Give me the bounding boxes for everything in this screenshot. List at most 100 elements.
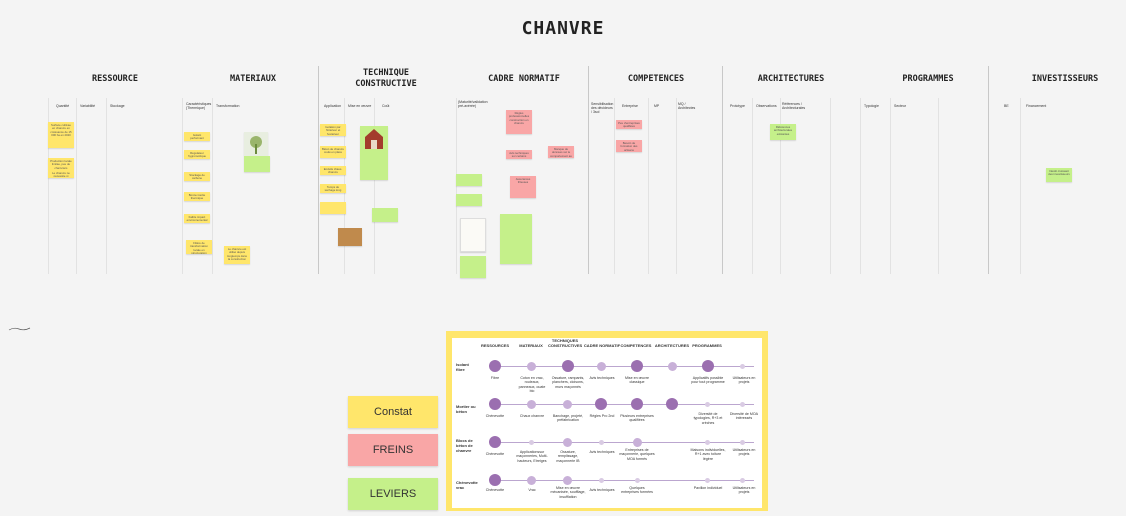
subheader: MP: [654, 104, 660, 108]
subheader: Stockage: [110, 104, 125, 108]
subcolumn-divider: [374, 98, 375, 274]
sticky-note[interactable]: [460, 256, 486, 278]
legend-freins[interactable]: FREINS: [348, 434, 438, 466]
sticky-note[interactable]: [320, 202, 346, 214]
sticky-note[interactable]: Faible impact environnemental: [184, 214, 210, 223]
sticky-note[interactable]: [244, 156, 270, 172]
row-line: [492, 480, 754, 481]
pen-stroke[interactable]: [8, 326, 32, 332]
dot-medium: [668, 362, 677, 371]
subcolumn-divider: [676, 98, 677, 274]
sticky-note[interactable]: [360, 126, 388, 180]
sticky-note[interactable]: Le chanvre est utilisé depuis longtemps …: [224, 246, 250, 264]
subcolumn-divider: [212, 98, 213, 274]
dot-medium: [527, 400, 536, 409]
matrix-cell: Plusieurs entreprises qualifiées: [620, 414, 654, 423]
subcolumn-divider: [1020, 98, 1021, 274]
sticky-note[interactable]: Béton de chanvre coulé en place: [320, 146, 346, 158]
matrix-cell: Diversité de typologies, R+3 et crèches: [693, 412, 723, 425]
sticky-note[interactable]: Surface cultivée en chanvre en croissanc…: [48, 122, 74, 148]
dot-large: [595, 398, 607, 410]
sticky-note[interactable]: Références architecturales existantes: [770, 124, 796, 140]
matrix-row-label: Isolant fibre: [456, 362, 469, 372]
dot-medium: [563, 438, 572, 447]
subcolumn-divider: [614, 98, 615, 274]
material-photo[interactable]: [244, 132, 268, 156]
legend-leviers[interactable]: LEVIERS: [348, 478, 438, 510]
matrix-cell: Diversité de MOA intéressés: [729, 412, 759, 421]
column-header-materiaux: MATERIAUX: [229, 74, 277, 84]
matrix-cell: Entreprises de maçonnerie, quelques MOA …: [619, 448, 655, 461]
plant-image-icon: [250, 136, 262, 154]
sticky-note[interactable]: Isolation par l'intérieur et l'extérieur: [320, 124, 346, 136]
dot-small: [740, 478, 745, 483]
synthesis-matrix[interactable]: RESSOURCES MATERIAUX TECHNIQUES CONSTRUC…: [452, 338, 762, 508]
matrix-cell: Mise en œuvre mécanisée, soufflage, insu…: [550, 486, 586, 499]
dot-small: [705, 440, 710, 445]
subheader: Mise en œuvre: [348, 104, 372, 108]
subheader: MQ / Architectes: [678, 102, 696, 110]
column-header-cadre: CADRE NORMATIF: [488, 74, 560, 84]
matrix-cell: Utilisateurs en projets: [732, 448, 756, 457]
sticky-note[interactable]: Enduits chaux-chanvre: [320, 166, 346, 175]
sticky-note[interactable]: Le chanvre ne nécessite ni pesticides ni…: [48, 170, 74, 178]
subheader: (Maturité/validation pré-avérée): [458, 100, 488, 108]
matrix-cell: Utilisateurs en projets: [732, 376, 756, 385]
sticky-note[interactable]: Filière de transformation locale en stru…: [186, 240, 212, 254]
sticky-note[interactable]: [456, 174, 482, 186]
subheader: Application: [324, 104, 342, 108]
subcolumn-divider: [106, 98, 107, 274]
sticky-note[interactable]: Intérêt croissant des investisseurs: [1046, 168, 1072, 182]
sticky-note[interactable]: Peu d'entreprises qualifiées: [616, 120, 642, 129]
matrix-header: COMPETENCES: [620, 343, 652, 348]
legend-constat[interactable]: Constat: [348, 396, 438, 428]
matrix-cell: Avis techniques: [589, 488, 615, 492]
house-image-icon: [365, 129, 383, 149]
sticky-note[interactable]: [372, 208, 398, 222]
dot-large: [489, 360, 501, 372]
sticky-note[interactable]: [456, 194, 482, 206]
sticky-note[interactable]: Règles professionnelles construction en …: [506, 110, 532, 134]
subcolumn-divider: [648, 98, 649, 274]
matrix-cell: Chaux chanvre: [519, 414, 545, 418]
dot-small: [740, 440, 745, 445]
matrix-cell: Avis techniques: [589, 376, 615, 380]
column-header-ressource: RESSOURCE: [91, 74, 139, 84]
sticky-note[interactable]: Bonne inertie thermique: [184, 192, 210, 201]
row-line: [492, 366, 754, 367]
sticky-note[interactable]: Isolant performant: [184, 132, 210, 141]
sticky-note[interactable]: Production locale limitée, peu de chanvr…: [48, 158, 74, 170]
matrix-cell: Avis techniques: [589, 450, 615, 454]
matrix-cell: Coton en vrac, rouleaux, panneaux, ouate…: [518, 376, 546, 393]
column-divider: [988, 66, 989, 274]
subcolumn-divider: [890, 98, 891, 274]
document-thumbnail[interactable]: [460, 218, 486, 252]
sticky-note[interactable]: Temps de séchage long: [320, 184, 346, 193]
matrix-cell: Utilisateurs en projets: [732, 486, 756, 495]
sticky-note[interactable]: Besoin de formation des artisans: [616, 140, 642, 152]
subheader: Entreprise: [622, 104, 638, 108]
subheader: Sensibilisation des décideurs / 3sol: [591, 102, 614, 114]
sticky-note[interactable]: Stockage de carbone: [184, 172, 210, 181]
sticky-note[interactable]: Avis techniques sur certains produits: [506, 150, 532, 159]
subcolumn-divider: [938, 98, 939, 274]
dot-large: [489, 398, 501, 410]
dot-medium: [597, 362, 606, 371]
matrix-row-label: Mortier ou béton: [456, 404, 476, 414]
column-divider: [722, 66, 723, 274]
sticky-note[interactable]: Assurances frileuses: [510, 176, 536, 198]
matrix-cell: Règles Pro 2nd: [589, 414, 615, 418]
matrix-header: ARCHITECTURES: [654, 343, 690, 348]
matrix-cell: Chènevotte: [485, 488, 505, 492]
matrix-cell: Mise en œuvre classique: [625, 376, 649, 385]
matrix-cell: Banchage, projeté, préfabrication: [552, 414, 584, 423]
matrix-cell: Ossature, rampants, planchers, cloisons,…: [551, 376, 585, 389]
sticky-note[interactable]: Manque de données sur le comportement au…: [548, 146, 574, 158]
column-header-competences: COMPETENCES: [627, 74, 685, 84]
matrix-cell: Pavillon individuel: [693, 486, 723, 490]
sticky-note[interactable]: Régulateur hygrométrique: [184, 150, 210, 159]
subheader: Prototype: [730, 104, 745, 108]
sticky-note[interactable]: [500, 214, 532, 264]
construction-photo[interactable]: [338, 228, 362, 246]
